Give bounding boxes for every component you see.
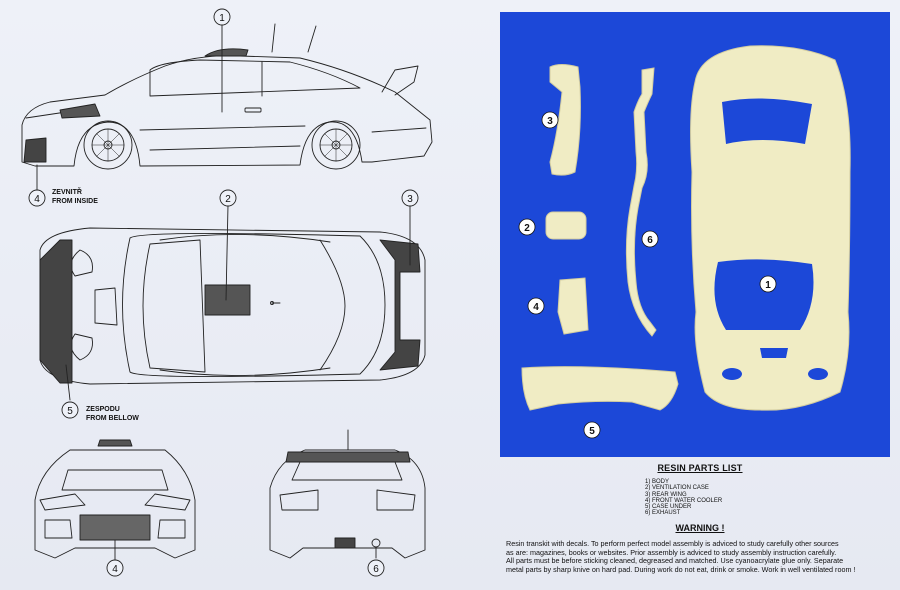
badge-1: 1 (765, 280, 771, 291)
parts-list-title: RESIN PARTS LIST (657, 463, 743, 473)
front-view-drawing (34, 439, 196, 561)
parts-photo: 3 2 4 6 1 5 (500, 12, 890, 457)
warning-line: as are: magazines, books or websites. Pr… (506, 547, 837, 557)
list-item: 5) CASE UNDER (645, 504, 692, 511)
callout-5: 5 (67, 406, 73, 417)
parts-list: 1) BODY 2) VENTILATION CASE 3) REAR WING… (645, 479, 722, 517)
bellow-label-en: FROM BELLOW (86, 415, 139, 422)
callout-2: 2 (225, 194, 231, 205)
badge-5: 5 (589, 426, 595, 437)
list-item: 1) BODY (645, 479, 670, 485)
case-under-part (521, 366, 679, 411)
badge-4: 4 (533, 302, 539, 313)
parts-list-section: RESIN PARTS LIST 1) BODY 2) VENTILATION … (500, 460, 900, 590)
warning-title: WARNING ! (675, 523, 725, 533)
side-view-drawing (21, 23, 433, 170)
rear-wing-part (549, 64, 581, 176)
list-item: 3) REAR WING (645, 491, 687, 498)
line-drawings: 1 4 2 3 5 4 6 ZEVNITŘ FROM INSIDE ZESPOD… (21, 8, 433, 577)
inside-label-cz: ZEVNITŘ (52, 187, 82, 196)
inside-label-en: FROM INSIDE (52, 198, 98, 205)
badge-3: 3 (547, 116, 553, 127)
warning-line: metal parts by sharp knive on hard pad. … (506, 564, 856, 574)
top-view-drawing (39, 227, 426, 385)
bellow-label-cz: ZESPODU (86, 406, 120, 413)
callout-4-side: 4 (34, 194, 40, 205)
rear-view-drawing (269, 429, 426, 559)
ventilation-case-part (545, 211, 587, 240)
callout-6: 6 (373, 564, 379, 575)
list-item: 6) EXHAUST (645, 510, 681, 517)
warning-line: All parts must be before sticking cleane… (506, 556, 844, 566)
exhaust-part (625, 67, 657, 337)
badge-2: 2 (524, 223, 530, 234)
warning-line: Resin transkit with decals. To perform p… (506, 539, 839, 548)
water-cooler-part (557, 277, 589, 335)
callout-1: 1 (219, 13, 225, 24)
list-item: 2) VENTILATION CASE (645, 485, 709, 492)
list-item: 4) FRONT WATER COOLER (645, 497, 723, 504)
badge-6: 6 (647, 235, 653, 246)
warning-text: Resin transkit with decals. To perform p… (506, 539, 894, 574)
callout-3: 3 (407, 194, 413, 205)
callout-4-front: 4 (112, 564, 118, 575)
